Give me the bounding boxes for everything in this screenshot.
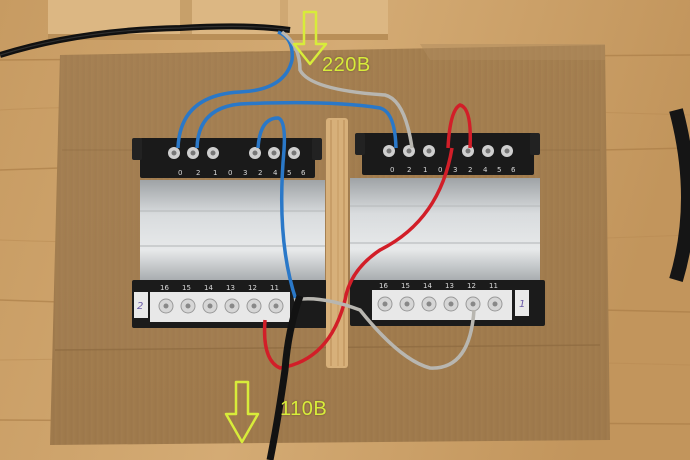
transformer-left: 0 2 1 0 3 2 4 5 6 16 15 14 13 12 11 2 — [132, 138, 327, 328]
right-top-terminal-label: 5 — [497, 166, 501, 174]
right-top-screws — [383, 145, 513, 157]
right-top-terminal-label: 1 — [423, 166, 427, 174]
right-top-terminal-label: 0 — [390, 166, 394, 174]
right-bottom-terminal-label: 13 — [445, 282, 454, 290]
left-bottom-terminal-label: 14 — [204, 284, 213, 292]
right-bottom-terminal-label: 15 — [401, 282, 410, 290]
arrow-down-icon — [292, 10, 328, 66]
right-bottom-terminal-label: 14 — [423, 282, 432, 290]
red-wires — [262, 103, 473, 370]
right-top-terminal-label: 2 — [407, 166, 411, 174]
left-top-terminal-label: 2 — [258, 169, 262, 177]
left-top-terminal-label: 0 — [178, 169, 182, 177]
left-top-terminal-label: 2 — [196, 169, 200, 177]
left-transformer-marker: 2 — [137, 301, 143, 312]
right-top-terminal-label: 3 — [453, 166, 457, 174]
voltage-label-bottom: 110B — [280, 398, 328, 420]
right-bottom-terminal-label: 16 — [379, 282, 388, 290]
left-bottom-terminal-label: 11 — [270, 284, 279, 292]
dark-cable-right — [669, 108, 690, 283]
left-bottom-terminal-label: 15 — [182, 284, 191, 292]
right-transformer-marker: 1 — [519, 299, 525, 310]
black-cable-bottom — [266, 294, 304, 460]
left-top-terminal-label: 0 — [228, 169, 232, 177]
right-bottom-terminal-label: 12 — [467, 282, 476, 290]
right-top-terminal-label: 6 — [511, 166, 516, 174]
left-bottom-terminal-label: 13 — [226, 284, 235, 292]
left-top-terminal-label: 6 — [301, 169, 306, 177]
left-top-terminal-label: 1 — [213, 169, 217, 177]
voltage-label-top: 220B — [322, 54, 371, 76]
left-top-terminal-label: 5 — [287, 169, 291, 177]
left-top-screws — [168, 147, 300, 159]
grey-wire-bottom — [293, 297, 476, 370]
blue-wires — [176, 30, 398, 301]
grey-wire-top — [280, 30, 414, 149]
right-top-terminal-label: 0 — [438, 166, 442, 174]
right-bottom-screws — [377, 296, 503, 312]
arrow-down-icon — [224, 380, 260, 444]
left-top-terminal-label: 3 — [243, 169, 247, 177]
left-bottom-terminal-label: 12 — [248, 284, 257, 292]
right-bottom-terminal-label: 11 — [489, 282, 498, 290]
wood-spacer — [326, 118, 348, 368]
left-bottom-screws — [158, 298, 284, 314]
left-top-terminal-label: 4 — [273, 169, 278, 177]
right-top-terminal-label: 4 — [483, 166, 488, 174]
left-bottom-terminal-label: 16 — [160, 284, 169, 292]
right-top-terminal-label: 2 — [468, 166, 472, 174]
transformer-right: 0 2 1 0 3 2 4 5 6 16 15 14 13 12 11 1 — [350, 133, 545, 326]
